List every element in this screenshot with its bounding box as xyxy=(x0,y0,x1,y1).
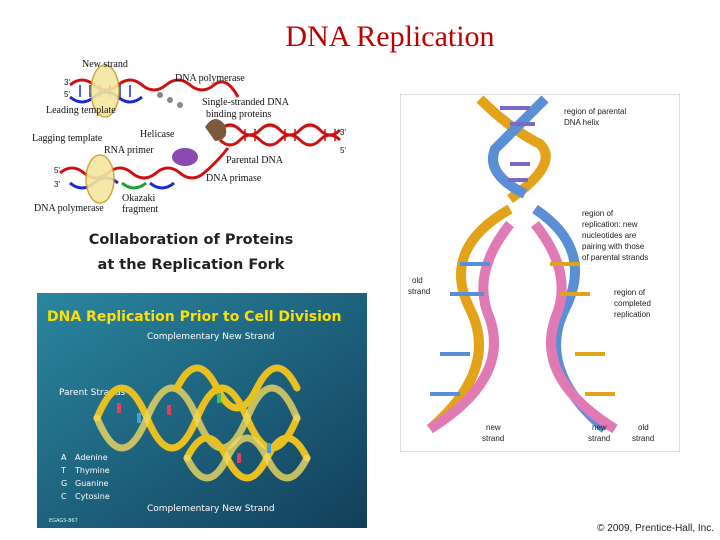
label-parental-dna: Parental DNA xyxy=(226,155,284,166)
poster-title: DNA Replication Prior to Cell Division xyxy=(47,309,342,325)
label-region-parental-2: DNA helix xyxy=(564,118,599,127)
label-5prime-right: 5' xyxy=(340,146,346,155)
replication-fork-diagram: New strand DNA polymerase Leading templa… xyxy=(30,55,360,225)
legend-letter-g: G xyxy=(61,479,67,488)
legend-name-thymine: Thymine xyxy=(74,466,110,475)
label-ssb: Single-stranded DNA xyxy=(202,97,290,108)
slide-title: DNA Replication xyxy=(285,20,495,53)
label-3prime-right: 3' xyxy=(340,128,346,137)
label-replication-1: region of xyxy=(582,209,614,218)
label-rna-primer: RNA primer xyxy=(104,145,154,156)
label-new-strand-left-1: new xyxy=(486,423,501,432)
label-completed-2: completed xyxy=(614,299,651,308)
fork-caption-line-1: Collaboration of Proteins xyxy=(88,232,294,248)
fork-caption-line-2: at the Replication Fork xyxy=(97,257,285,273)
label-old-strand-left-1: old xyxy=(412,276,423,285)
label-dna-polymerase-top: DNA polymerase xyxy=(175,73,245,84)
label-ssb2: binding proteins xyxy=(206,109,271,120)
legend-name-cytosine: Cytosine xyxy=(75,492,110,501)
helix-figure: region of parental DNA helix region of r… xyxy=(400,94,680,452)
label-dna-primase: DNA primase xyxy=(206,173,262,184)
label-5prime-top: 5' xyxy=(64,90,70,99)
legend-letter-t: T xyxy=(60,466,66,475)
legend-name-adenine: Adenine xyxy=(75,453,108,462)
poster-parent-label: Parent Strands xyxy=(59,388,126,398)
label-old-strand-right-1: old xyxy=(638,423,649,432)
legend-name-guanine: Guanine xyxy=(75,479,109,488)
label-completed-3: replication xyxy=(614,310,650,319)
label-replication-4: pairing with those xyxy=(582,242,645,251)
label-old-strand-right-2: strand xyxy=(632,434,654,443)
label-new-strand-right-1: new xyxy=(592,423,607,432)
label-dna-polymerase-bottom: DNA polymerase xyxy=(34,203,104,214)
label-region-parental-1: region of parental xyxy=(564,107,626,116)
label-old-strand-left-2: strand xyxy=(408,287,430,296)
label-replication-2: replication: new xyxy=(582,220,638,229)
label-okazaki: Okazaki xyxy=(122,193,156,204)
copyright-notice: © 2009, Prentice-Hall, Inc. xyxy=(597,523,714,534)
label-helicase: Helicase xyxy=(140,129,175,140)
label-3prime-top: 3' xyxy=(64,78,70,87)
division-poster: DNA Replication Prior to Cell Division C… xyxy=(37,293,367,528)
poster-bottom-label: Complementary New Strand xyxy=(147,504,275,514)
legend-letter-a: A xyxy=(61,453,67,462)
label-3prime-left: 3' xyxy=(54,180,60,189)
label-new-strand-left-2: strand xyxy=(482,434,504,443)
label-new-strand-right-2: strand xyxy=(588,434,610,443)
label-5prime-left: 5' xyxy=(54,166,60,175)
label-replication-5: of parental strands xyxy=(582,253,648,262)
label-replication-3: nucleotides are xyxy=(582,231,637,240)
label-lagging-template: Lagging template xyxy=(32,133,103,144)
legend-letter-c: C xyxy=(61,492,67,501)
label-completed-1: region of xyxy=(614,288,646,297)
poster-top-label: Complementary New Strand xyxy=(147,332,275,342)
label-new-strand: New strand xyxy=(82,59,128,70)
label-okazaki-2: fragment xyxy=(122,204,158,215)
label-leading-template: Leading template xyxy=(46,105,116,116)
poster-code: EGAGS-867 xyxy=(49,518,78,524)
